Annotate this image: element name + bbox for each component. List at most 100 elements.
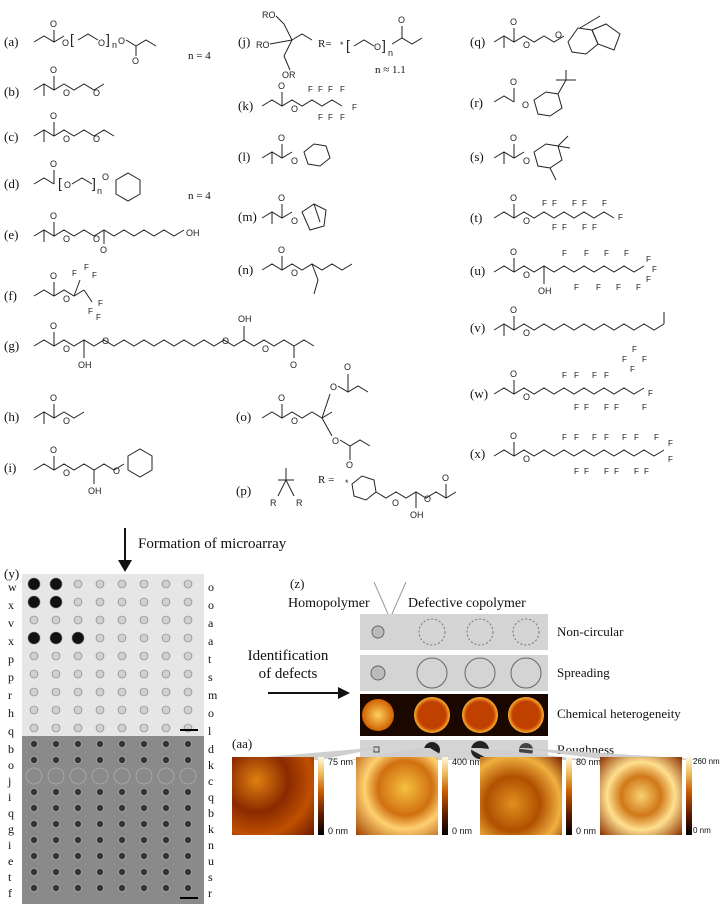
row-label-right-bottom-7: u: [208, 854, 214, 868]
svg-text:O: O: [523, 156, 530, 166]
defect-row-spreading: [360, 655, 548, 691]
microarray-spot: [30, 884, 38, 892]
svg-text:F: F: [562, 371, 567, 380]
microarray-spot: [95, 687, 105, 697]
svg-text:O: O: [63, 234, 70, 244]
svg-text:F: F: [582, 199, 587, 208]
row-label-right-top-4: t: [208, 652, 212, 666]
microarray-spot: [184, 788, 192, 796]
svg-text:F: F: [582, 223, 587, 232]
microarray-spot: [161, 669, 171, 679]
microarray-spot: [51, 615, 61, 625]
microarray-spot: [161, 579, 171, 589]
microarray-spot: [140, 884, 148, 892]
svg-text:]: ]: [92, 175, 96, 191]
svg-text:F: F: [98, 299, 103, 308]
microarray-spot: [73, 687, 83, 697]
microarray-spot: [118, 836, 126, 844]
svg-text:O: O: [50, 321, 57, 331]
microarray-spot: [95, 633, 105, 643]
microarray-spot: [73, 615, 83, 625]
svg-text:O: O: [523, 454, 530, 464]
microarray-spot: [140, 788, 148, 796]
row-label-left-top-1: x: [8, 598, 14, 612]
svg-text:F: F: [602, 199, 607, 208]
microarray-spot: [117, 705, 127, 715]
svg-text:F: F: [574, 371, 579, 380]
structure-a: O O [ O ] n O O: [33, 19, 157, 66]
microarray-spot: [95, 651, 105, 661]
svg-text:O: O: [93, 134, 100, 144]
microarray-spot: [73, 723, 83, 733]
afm-colorbar-2: [442, 757, 448, 835]
svg-text:F: F: [318, 85, 323, 94]
microarray-spot: [161, 597, 171, 607]
microarray-spot: [96, 868, 104, 876]
svg-text:O: O: [344, 362, 351, 372]
identification-caption-1: Identification: [247, 648, 329, 664]
microarray-spot: [29, 723, 39, 733]
row-label-right-bottom-3: q: [208, 790, 214, 804]
annotation-r-eq-j: R=: [318, 38, 332, 50]
defect-label-non-circular: Non-circular: [557, 624, 624, 639]
microarray-spot: [161, 705, 171, 715]
row-label-left-bottom-5: g: [8, 822, 14, 836]
row-label-left-bottom-2: j: [8, 774, 12, 788]
label-s: (s): [470, 149, 484, 164]
svg-text:O: O: [291, 416, 298, 426]
microarray-spot: [117, 723, 127, 733]
svg-text:O: O: [278, 133, 285, 143]
svg-text:F: F: [596, 283, 601, 292]
microarray-spot: [96, 820, 104, 828]
svg-text:O: O: [113, 466, 120, 476]
svg-text:F: F: [84, 263, 89, 272]
svg-text:F: F: [340, 113, 345, 122]
row-label-left-bottom-9: f: [8, 886, 12, 900]
label-m: (m): [238, 209, 257, 224]
microarray-spot: [118, 788, 126, 796]
row-label-right-top-2: a: [208, 616, 214, 630]
svg-text:O: O: [50, 159, 57, 169]
svg-text:O: O: [50, 211, 57, 221]
svg-text:F: F: [644, 467, 649, 476]
svg-text:F: F: [668, 455, 673, 464]
microarray-spot: [183, 579, 193, 589]
microarray-spot: [96, 804, 104, 812]
microarray-spot: [96, 740, 104, 748]
label-i: (i): [4, 460, 17, 475]
microarray-spot: [74, 820, 82, 828]
svg-text:O: O: [523, 328, 530, 338]
microarray-spot: [74, 836, 82, 844]
microarray-spot: [179, 767, 197, 785]
svg-text:OH: OH: [186, 228, 200, 238]
microarray-spot: [25, 767, 43, 785]
microarray-spot: [140, 836, 148, 844]
structure-f: O O FFF FFF: [33, 263, 103, 322]
microarray-spot: [51, 651, 61, 661]
label-v: (v): [470, 320, 486, 335]
label-r: (r): [470, 95, 483, 110]
afm-min-4: 0 nm: [693, 826, 711, 835]
defect-label-chemical: Chemical heterogeneity: [557, 706, 681, 721]
microarray-spot: [117, 579, 127, 589]
microarray-spot: [162, 868, 170, 876]
svg-text:O: O: [50, 393, 57, 403]
svg-text:F: F: [654, 433, 659, 442]
microarray-spot: [52, 740, 60, 748]
svg-text:R: R: [270, 498, 277, 508]
svg-text:O: O: [510, 133, 517, 143]
svg-text:F: F: [642, 355, 647, 364]
afm-min-3: 0 nm: [576, 826, 597, 836]
svg-text:O: O: [63, 88, 70, 98]
row-label-left-top-6: r: [8, 688, 12, 702]
microarray-spot: [51, 687, 61, 697]
microarray-spot: [95, 597, 105, 607]
afm-max-3: 80 nm: [576, 757, 602, 767]
microarray-spot: [113, 767, 131, 785]
label-u: (u): [470, 263, 486, 278]
label-p: (p): [236, 483, 252, 498]
svg-text:O: O: [510, 77, 517, 87]
svg-text:O: O: [291, 216, 298, 226]
microarray-spot: [140, 868, 148, 876]
